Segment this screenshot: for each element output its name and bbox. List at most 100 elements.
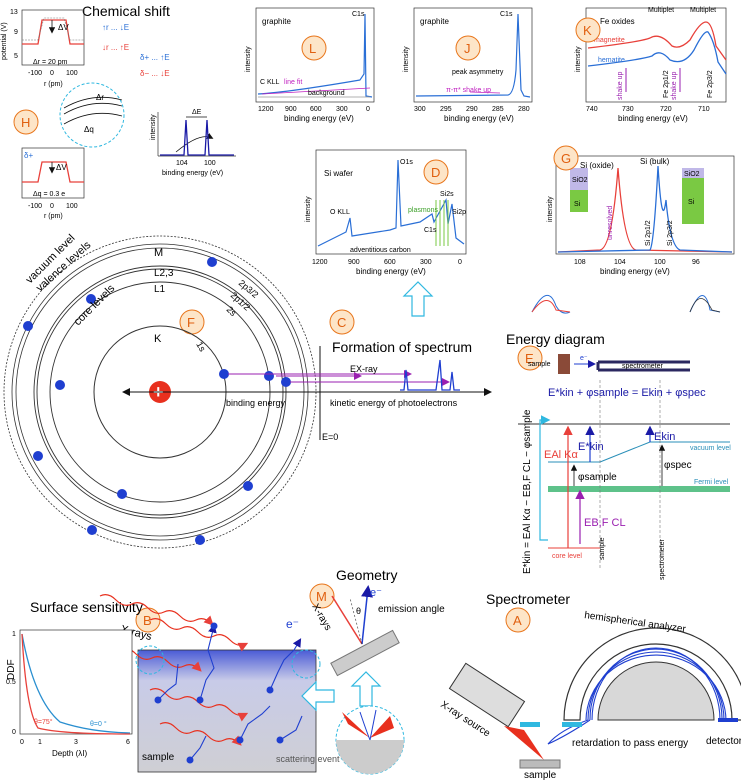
graphite-j-title: graphite (420, 17, 449, 26)
exray-label: EX-ray (350, 364, 378, 374)
si-bulk-label: Si (bulk) (640, 157, 670, 166)
fe-xt0: 740 (586, 106, 598, 113)
energy-diagram: Energy diagram sample spectrometer e⁻ E*… (506, 331, 731, 580)
panel-letter-J: J (455, 35, 481, 61)
chemical-shift-title: Chemical shift (82, 3, 170, 19)
fe-ylabel: intensity (575, 46, 582, 72)
ddf-theta75: θ=75° (34, 718, 53, 726)
ytick-13: 13 (10, 9, 18, 16)
geometry-electron: e⁻ (370, 587, 382, 599)
fe-xt2: 720 (660, 106, 672, 113)
spectrometer-panel: Spectrometer hemispherical analyzer reta… (438, 591, 741, 780)
shell-K: K (154, 333, 162, 345)
geometry-xrays: X-rays (309, 602, 333, 633)
si-2p12: Si 2p1/2 (645, 220, 652, 246)
ed-core-level: core level (552, 553, 582, 560)
orbital-1s: 1s (194, 340, 208, 354)
shell-L23: L2,3 (154, 268, 174, 279)
svg-text:C: C (337, 315, 346, 330)
graphite-j-xt2: 290 (466, 106, 478, 113)
delta-plus-rule: δ+ ... ↑E (140, 53, 170, 62)
dr-label: Δr = 20 pm (33, 59, 68, 66)
potential-plot-charge: ΔV δ+ Δq = 0.3 e -100 0 100 r (pm) (21, 147, 85, 220)
delta-minus-rule: δ− ... ↓E (140, 69, 170, 78)
fermi-band (548, 486, 730, 492)
ed-vacuum: vacuum level (690, 445, 731, 452)
graphite-j-asym: peak asymmetry (452, 69, 504, 76)
fe-oxides-plot: Fe oxides Multiplet Multiplet magnetite … (575, 7, 727, 123)
graphite-j-xt0: 300 (414, 106, 426, 113)
chem-xlabel: binding energy (eV) (162, 170, 223, 177)
fe-2p12: Fe 2p1/2 (663, 70, 670, 98)
core-levels-label: core levels (72, 282, 118, 328)
graphite-l-title: graphite (262, 17, 291, 26)
si-xt3: 300 (420, 259, 432, 266)
sample-slab (137, 649, 317, 773)
formation-title: Formation of spectrum (332, 339, 472, 355)
graphite-l-ylabel: intensity (245, 46, 252, 72)
si2p-xt0: 108 (574, 259, 586, 266)
graphite-l-xt1: 900 (285, 106, 297, 113)
aperture-left (520, 722, 540, 727)
surface-scattering: scattering event (276, 754, 340, 764)
ddf-xt0: 0 (20, 739, 24, 746)
ed-spectrometer: spectrometer (622, 363, 664, 370)
graphite-l-xt2: 600 (310, 106, 322, 113)
ed-sample-axis: sample (599, 537, 606, 560)
r-down-rule: ↓r ... ↑E (102, 43, 129, 52)
svg-text:E: E (525, 351, 534, 366)
si-plasmons: plasmons (408, 207, 438, 214)
arrow-to-spectrum (402, 281, 434, 317)
chemical-shift-panel: Chemical shift ΔV 13 9 5 Δr = 20 pm -100… (1, 3, 236, 220)
ddf-theta0: θ=0 ° (90, 720, 107, 728)
ddf-ytick-1: 1 (12, 631, 16, 638)
ytick-5: 5 (14, 53, 18, 60)
graphite-j-xt3: 285 (492, 106, 504, 113)
graphite-l-ckll: C KLL (260, 79, 280, 86)
svg-text:D: D (431, 165, 440, 180)
ed-fermi: Fermi level (694, 479, 729, 486)
si-xlabel: binding energy (eV) (356, 267, 426, 276)
binding-energy-label: binding energy (226, 398, 286, 408)
panel-letter-A: A (505, 607, 531, 633)
xtick-h-0: 0 (50, 203, 54, 210)
ddf-plot: θ=0 ° θ=75° DDF 1 0.5 0 0 1 3 6 Depth (λ… (6, 629, 133, 758)
graphite-c1s-plot: graphite C1s peak asymmetry π-π* shake u… (403, 7, 533, 123)
graphite-survey-plot: graphite C1s C KLL line fit background i… (245, 7, 375, 123)
analyzer-outer (563, 627, 741, 721)
si-okll: O KLL (330, 209, 350, 216)
panel-letter-C: C (329, 309, 355, 335)
graphite-l-background: background (308, 90, 345, 97)
graphite-l-linefit: line fit (284, 79, 302, 86)
fe-multiplet-2: Multiplet (690, 7, 716, 14)
ddf-ytick-05: 0.5 (6, 679, 16, 686)
si-xt2: 600 (384, 259, 396, 266)
chem-shift-spectrum: ΔE intensity 104 100 binding energy (eV) (150, 109, 236, 177)
fe-xt1: 730 (622, 106, 634, 113)
panel-letter-E: E (517, 345, 543, 371)
ed-ekin: Ekin (654, 431, 675, 443)
fe-shake-2: shake up (671, 71, 678, 100)
dq-label: Δq = 0.3 e (33, 191, 65, 198)
surface-electron: e⁻ (286, 617, 299, 631)
si-adv-carbon: adventitious carbon (350, 247, 411, 254)
sio2-label-2: SiO2 (684, 171, 700, 178)
svg-text:F: F (187, 315, 195, 330)
si2p-xt1: 104 (614, 259, 626, 266)
plasmon-lines (435, 200, 449, 246)
delta-q-mag: Δq (84, 125, 94, 134)
svg-text:H: H (21, 115, 30, 130)
ylabel-potential: potential (V) (1, 22, 8, 60)
graphite-j-shake: π-π* shake up (446, 87, 491, 94)
svg-text:M: M (316, 589, 327, 604)
ddf-ylabel: DDF (6, 659, 17, 680)
kinetic-energy-label: kinetic energy of photoelectrons (330, 398, 458, 408)
fe-shake-1: shake up (617, 71, 624, 100)
panel-letter-H: H (13, 109, 39, 135)
si2p-xt3: 96 (692, 259, 700, 266)
xlabel-h-r: r (pm) (44, 213, 63, 220)
panel-letter-L: L (301, 35, 327, 61)
detector-label: detector (706, 736, 741, 747)
geometry-sample (330, 629, 400, 677)
